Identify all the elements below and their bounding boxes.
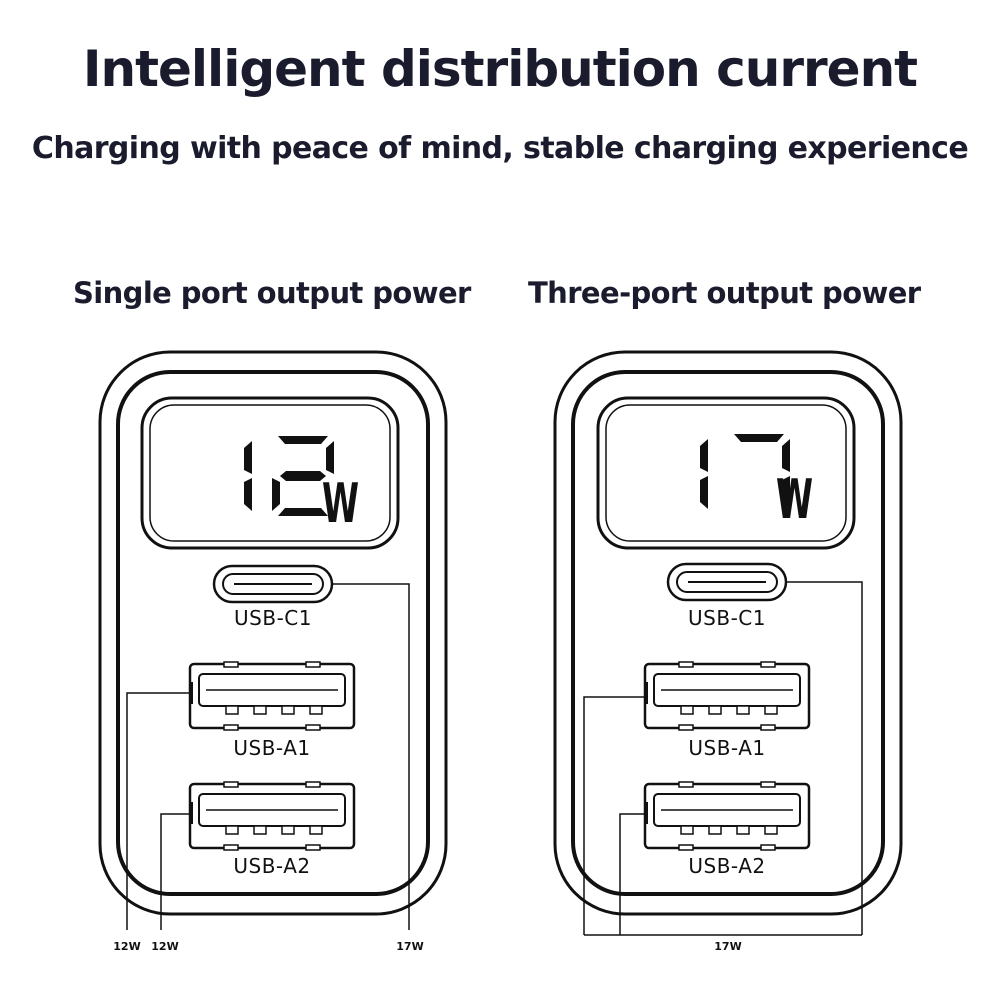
usb-a1-watt-label: 12W [113,940,140,953]
display-unit: W [322,471,359,535]
single-port-charger: W USB-C1 USB-A1 USB-A2 12W 12W 17W [98,350,448,953]
single-port-heading: Single port output power [73,276,471,310]
usb-a1-label: USB-A1 [233,736,310,760]
display-panel [140,396,400,550]
usb-a2-port[interactable] [643,780,811,852]
usb-c1-label: USB-C1 [688,606,766,630]
digit-segment [244,441,252,474]
digit-segment [700,476,708,509]
display-digits [244,436,334,516]
page-subtitle: Charging with peace of mind, stable char… [31,131,969,166]
digit-segment [326,441,334,474]
usb-a2-label: USB-A2 [233,854,310,878]
usb-a1-label: USB-A1 [688,736,765,760]
usb-a1-leader-line [126,692,190,930]
digit-segment [278,508,328,516]
digit-segment [272,478,280,511]
display-unit: W [776,467,813,531]
usb-c1-watt-label: 17W [396,940,423,953]
total-watt-label: 17W [714,940,741,953]
usb-a2-leader-line [160,813,190,930]
usb-c1-leader-line [786,581,863,935]
usb-c1-port[interactable] [212,564,334,604]
digit-segment [700,439,708,472]
three-port-charger: W USB-C1 USB-A1 USB-A2 17W [553,350,903,953]
usb-a1-port[interactable] [643,660,811,732]
display-panel [596,396,856,550]
digit-segment [734,434,784,442]
charger-body-outer [553,350,903,916]
three-port-heading: Three-port output power [528,276,921,310]
charger-face [116,370,430,896]
digit-segment [278,436,328,444]
display-inner [605,404,847,542]
usb-a2-leader-line [619,813,645,935]
usb-c1-leader-line [332,583,410,930]
display-digit [244,441,252,511]
page-title: Intelligent distribution current [82,40,918,98]
charger-body-outer [98,350,448,916]
digit-segment [244,478,252,511]
display-digit [700,439,708,509]
digit-segment [280,471,326,481]
usb-a1-leader-line [583,696,645,935]
display-inner [149,404,391,542]
usb-c1-port[interactable] [666,562,788,602]
usb-a1-port[interactable] [188,660,356,732]
charger-face [571,370,885,896]
usb-a2-port[interactable] [188,780,356,852]
usb-c1-label: USB-C1 [234,606,312,630]
usb-a2-label: USB-A2 [688,854,765,878]
usb-a2-watt-label: 12W [151,940,178,953]
